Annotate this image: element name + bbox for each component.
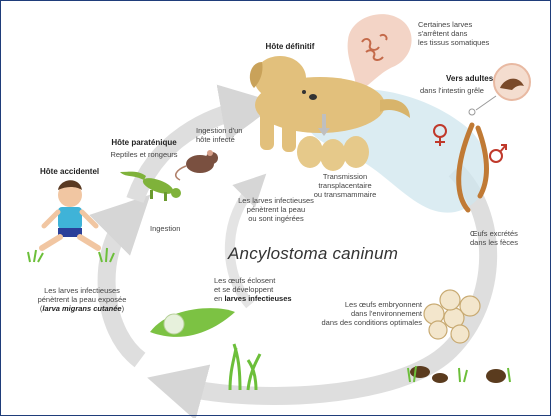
label-transmission: Transmission transplacentaire ou transma… [296,172,394,199]
adult-worms-title: Vers adultes [446,74,493,84]
accidental-host-title: Hôte accidentel [40,167,99,177]
label-eggs-excreted: Œufs excrétés dans les fèces [470,229,518,247]
larvae-bubble [164,314,184,334]
male-symbol-icon [490,145,506,162]
leaf-icon [150,308,235,337]
puppies-icon [297,136,369,171]
label-larvae-penetrate: Les larves infectieuses pénètrent la pea… [226,196,326,223]
grass-icon [230,344,260,390]
child-icon [42,180,98,248]
label-ingestion: Ingestion [150,224,180,233]
feces-icon [410,366,506,383]
definitive-host-title: Hôte définitif [250,42,330,52]
label-skin-penetration: Les larves infectieuses pénètrent la pea… [8,286,156,313]
label-eggs-embryonate: Les œufs embryonnent dans l'environnemen… [318,300,422,327]
adult-worms-subtitle: dans l'intestin grêle [420,86,484,95]
paratenic-host-title: Hôte paraténique [100,138,188,148]
species-title: Ancylostoma caninum [228,244,398,264]
label-eggs-hatch: Les œufs éclosent et se développent en l… [214,276,292,303]
somatic-larvae-note: Certaines larves s'arrêtent dans les tis… [418,20,528,47]
label-ingestion-infected-host: Ingestion d'un hôte infecté [196,126,242,144]
paratenic-host-subtitle: Reptiles et rongeurs [100,150,188,159]
